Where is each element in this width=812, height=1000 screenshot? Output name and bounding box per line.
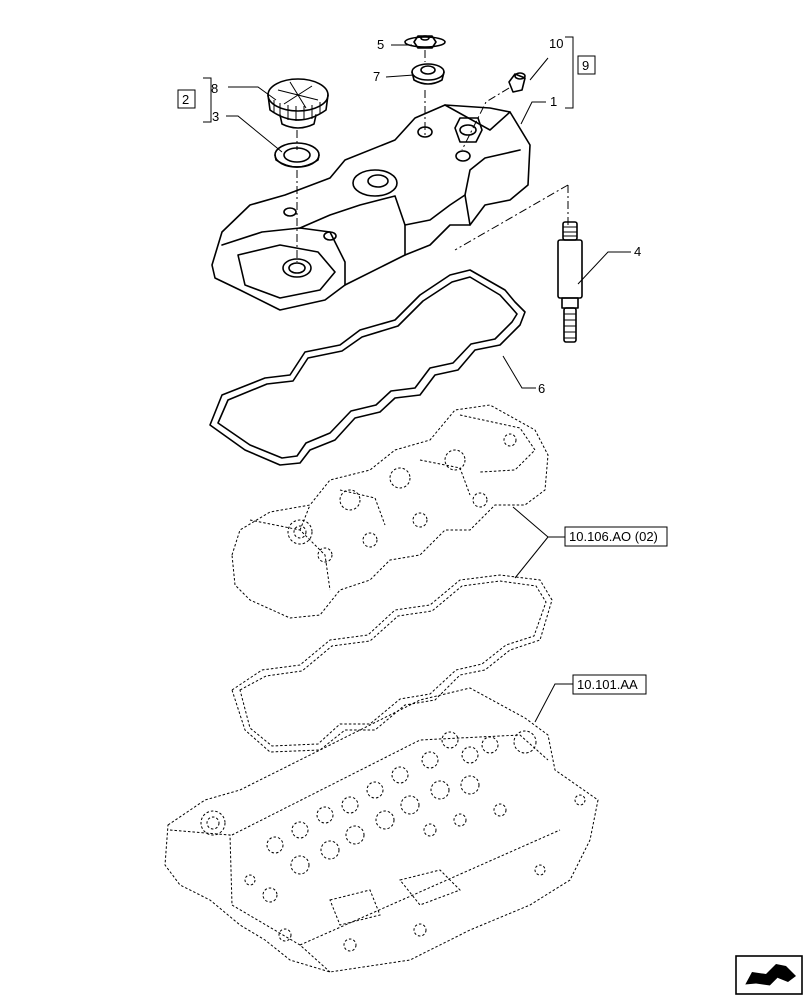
leader-lines xyxy=(203,36,631,723)
ref-10-101-box xyxy=(572,674,647,695)
callout-10: 10 xyxy=(549,36,563,51)
valve-cover-part xyxy=(211,104,531,311)
callouts: 8 3 2 5 7 10 1 9 4 6 10.106.AO (02) 10.1… xyxy=(177,36,668,695)
callout-9: 9 xyxy=(582,58,589,73)
nut-part xyxy=(404,35,446,49)
callout-2: 2 xyxy=(182,92,189,107)
ref-10-106-box xyxy=(564,526,668,547)
ref-10-101-label: 10.101.AA xyxy=(577,677,638,692)
grommet-part xyxy=(411,63,445,85)
lower-gasket-reference xyxy=(231,574,553,753)
callout-4: 4 xyxy=(634,244,641,259)
callout-6: 6 xyxy=(538,381,545,396)
nav-arrow-icon[interactable] xyxy=(735,955,803,995)
assembly-centerlines xyxy=(296,50,569,262)
callout-1: 1 xyxy=(550,94,557,109)
callout-8: 8 xyxy=(211,81,218,96)
ref-10-106-label: 10.106.AO (02) xyxy=(569,529,658,544)
callout-5: 5 xyxy=(377,37,384,52)
upper-cover-reference xyxy=(231,404,549,619)
cylinder-head-reference xyxy=(164,687,599,973)
callout-2-box xyxy=(177,89,196,109)
stud-part xyxy=(557,221,583,343)
callout-9-box xyxy=(577,55,596,75)
filler-cap-part xyxy=(267,78,329,129)
dowel-part xyxy=(508,72,526,93)
callout-3: 3 xyxy=(212,109,219,124)
callout-7: 7 xyxy=(373,69,380,84)
gasket-part xyxy=(209,269,526,466)
